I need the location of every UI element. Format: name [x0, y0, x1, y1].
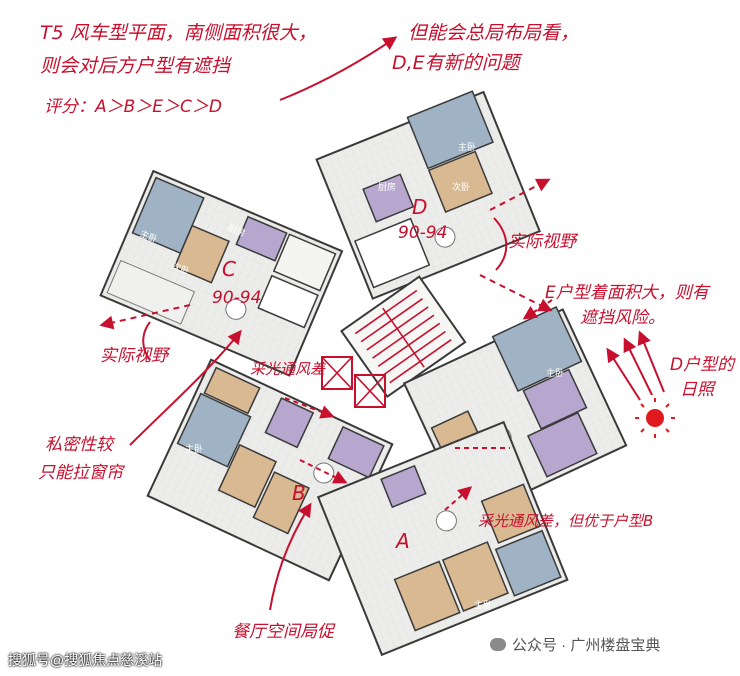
arrow-e-note — [522, 299, 553, 320]
core-stair — [340, 275, 467, 399]
sun-ray-2 — [623, 337, 653, 396]
unit-a-letter: A — [394, 529, 410, 553]
note-real-view-right: 实际视野 — [508, 232, 576, 252]
unit-e-second-bedroom-2 — [526, 411, 598, 478]
arrow-ventilation-a — [444, 486, 473, 511]
note-dining-b: 餐厅空间局促 — [232, 622, 334, 642]
note-shading: 则会对后方户型有遮挡 — [40, 55, 231, 77]
sun-ray-1 — [606, 347, 641, 401]
unit-a-second-bedroom-2 — [441, 541, 509, 613]
wechat-icon — [490, 638, 506, 651]
sun-icon — [635, 398, 675, 438]
unit-b-master-bedroom — [176, 392, 252, 468]
note-ventilation-a: 采光通风差，但优于户型B — [478, 512, 654, 530]
note-e-area-1: E户型着面积大，则有 — [545, 283, 709, 303]
unit-a-plan — [316, 420, 569, 657]
unit-a-second-bedroom-1 — [393, 560, 461, 632]
unit-b-letter: B — [292, 481, 306, 505]
unit-b-second-bedroom-1 — [217, 443, 278, 509]
note-rating: 评分：A＞B＞E＞C＞D — [44, 97, 222, 117]
lift-shafts — [321, 356, 386, 408]
sun-ray-3 — [637, 330, 665, 393]
unit-a-kitchen — [380, 464, 427, 509]
bracket-real-view-left — [142, 321, 151, 361]
unit-c-letter: C — [222, 257, 236, 281]
unit-d-plan — [315, 90, 541, 300]
unit-d-area: 90-94 — [398, 223, 447, 243]
note-privacy-2: 只能拉窗帘 — [38, 463, 123, 483]
watermark-right-text: 公众号 · 广州楼盘宝典 — [512, 637, 661, 654]
unit-c-plan — [99, 169, 344, 377]
unit-e-second-bedroom-1 — [522, 368, 588, 430]
unit-d-room-label-master: 主卧 — [458, 141, 476, 153]
unit-e-room-label-master: 主卧 — [546, 367, 564, 379]
unit-c-kitchen — [235, 215, 288, 262]
unit-d-room-label-kitchen: 厨房 — [378, 181, 396, 193]
note-overall-layout: 但能会总局布局看， — [408, 22, 580, 44]
unit-e-master-bedroom — [491, 306, 583, 392]
unit-b-room-label-master: 主卧 — [185, 443, 203, 455]
note-ventilation-b: 采光通风差 — [250, 360, 326, 378]
unit-a-room-label-master: 主卧 — [474, 599, 492, 611]
unit-a-master-bedroom — [494, 529, 562, 597]
note-privacy-1: 私密性较 — [45, 435, 113, 455]
bracket-real-view-right — [493, 217, 508, 271]
watermark-right: 公众号 · 广州楼盘宝典 — [490, 634, 660, 655]
annotation-arrows — [99, 36, 665, 611]
arrow-d-view-down — [479, 274, 553, 312]
arrow-dining-to-b — [269, 502, 312, 611]
unit-c-second-bedroom — [173, 224, 230, 284]
unit-d-room-label-second: 次卧 — [452, 181, 470, 193]
note-t5-plan: T5 风车型平面，南侧面积很大， — [40, 22, 317, 44]
arrow-privacy-to-c — [129, 329, 242, 446]
arrow-rating-to-de — [279, 36, 398, 101]
unit-d-letter: D — [412, 195, 427, 219]
note-de-problem: D,E有新的问题 — [392, 52, 520, 74]
unit-d-master-bedroom — [406, 90, 494, 170]
arrow-c-view-left — [99, 304, 191, 330]
note-d-sunlight-2: 日照 — [680, 380, 714, 400]
note-real-view-left: 实际视野 — [100, 346, 168, 366]
unit-d-kitchen — [362, 173, 415, 223]
note-e-area-2: 遮挡风险。 — [580, 308, 665, 328]
unit-b-kitchen — [264, 397, 315, 449]
watermark-left: 搜狐号@搜狐焦点慈溪站 — [8, 652, 163, 668]
note-d-sunlight-1: D户型的 — [670, 355, 735, 375]
unit-c-area: 90-94 — [212, 288, 261, 308]
unit-d-second-bedroom — [427, 150, 493, 213]
